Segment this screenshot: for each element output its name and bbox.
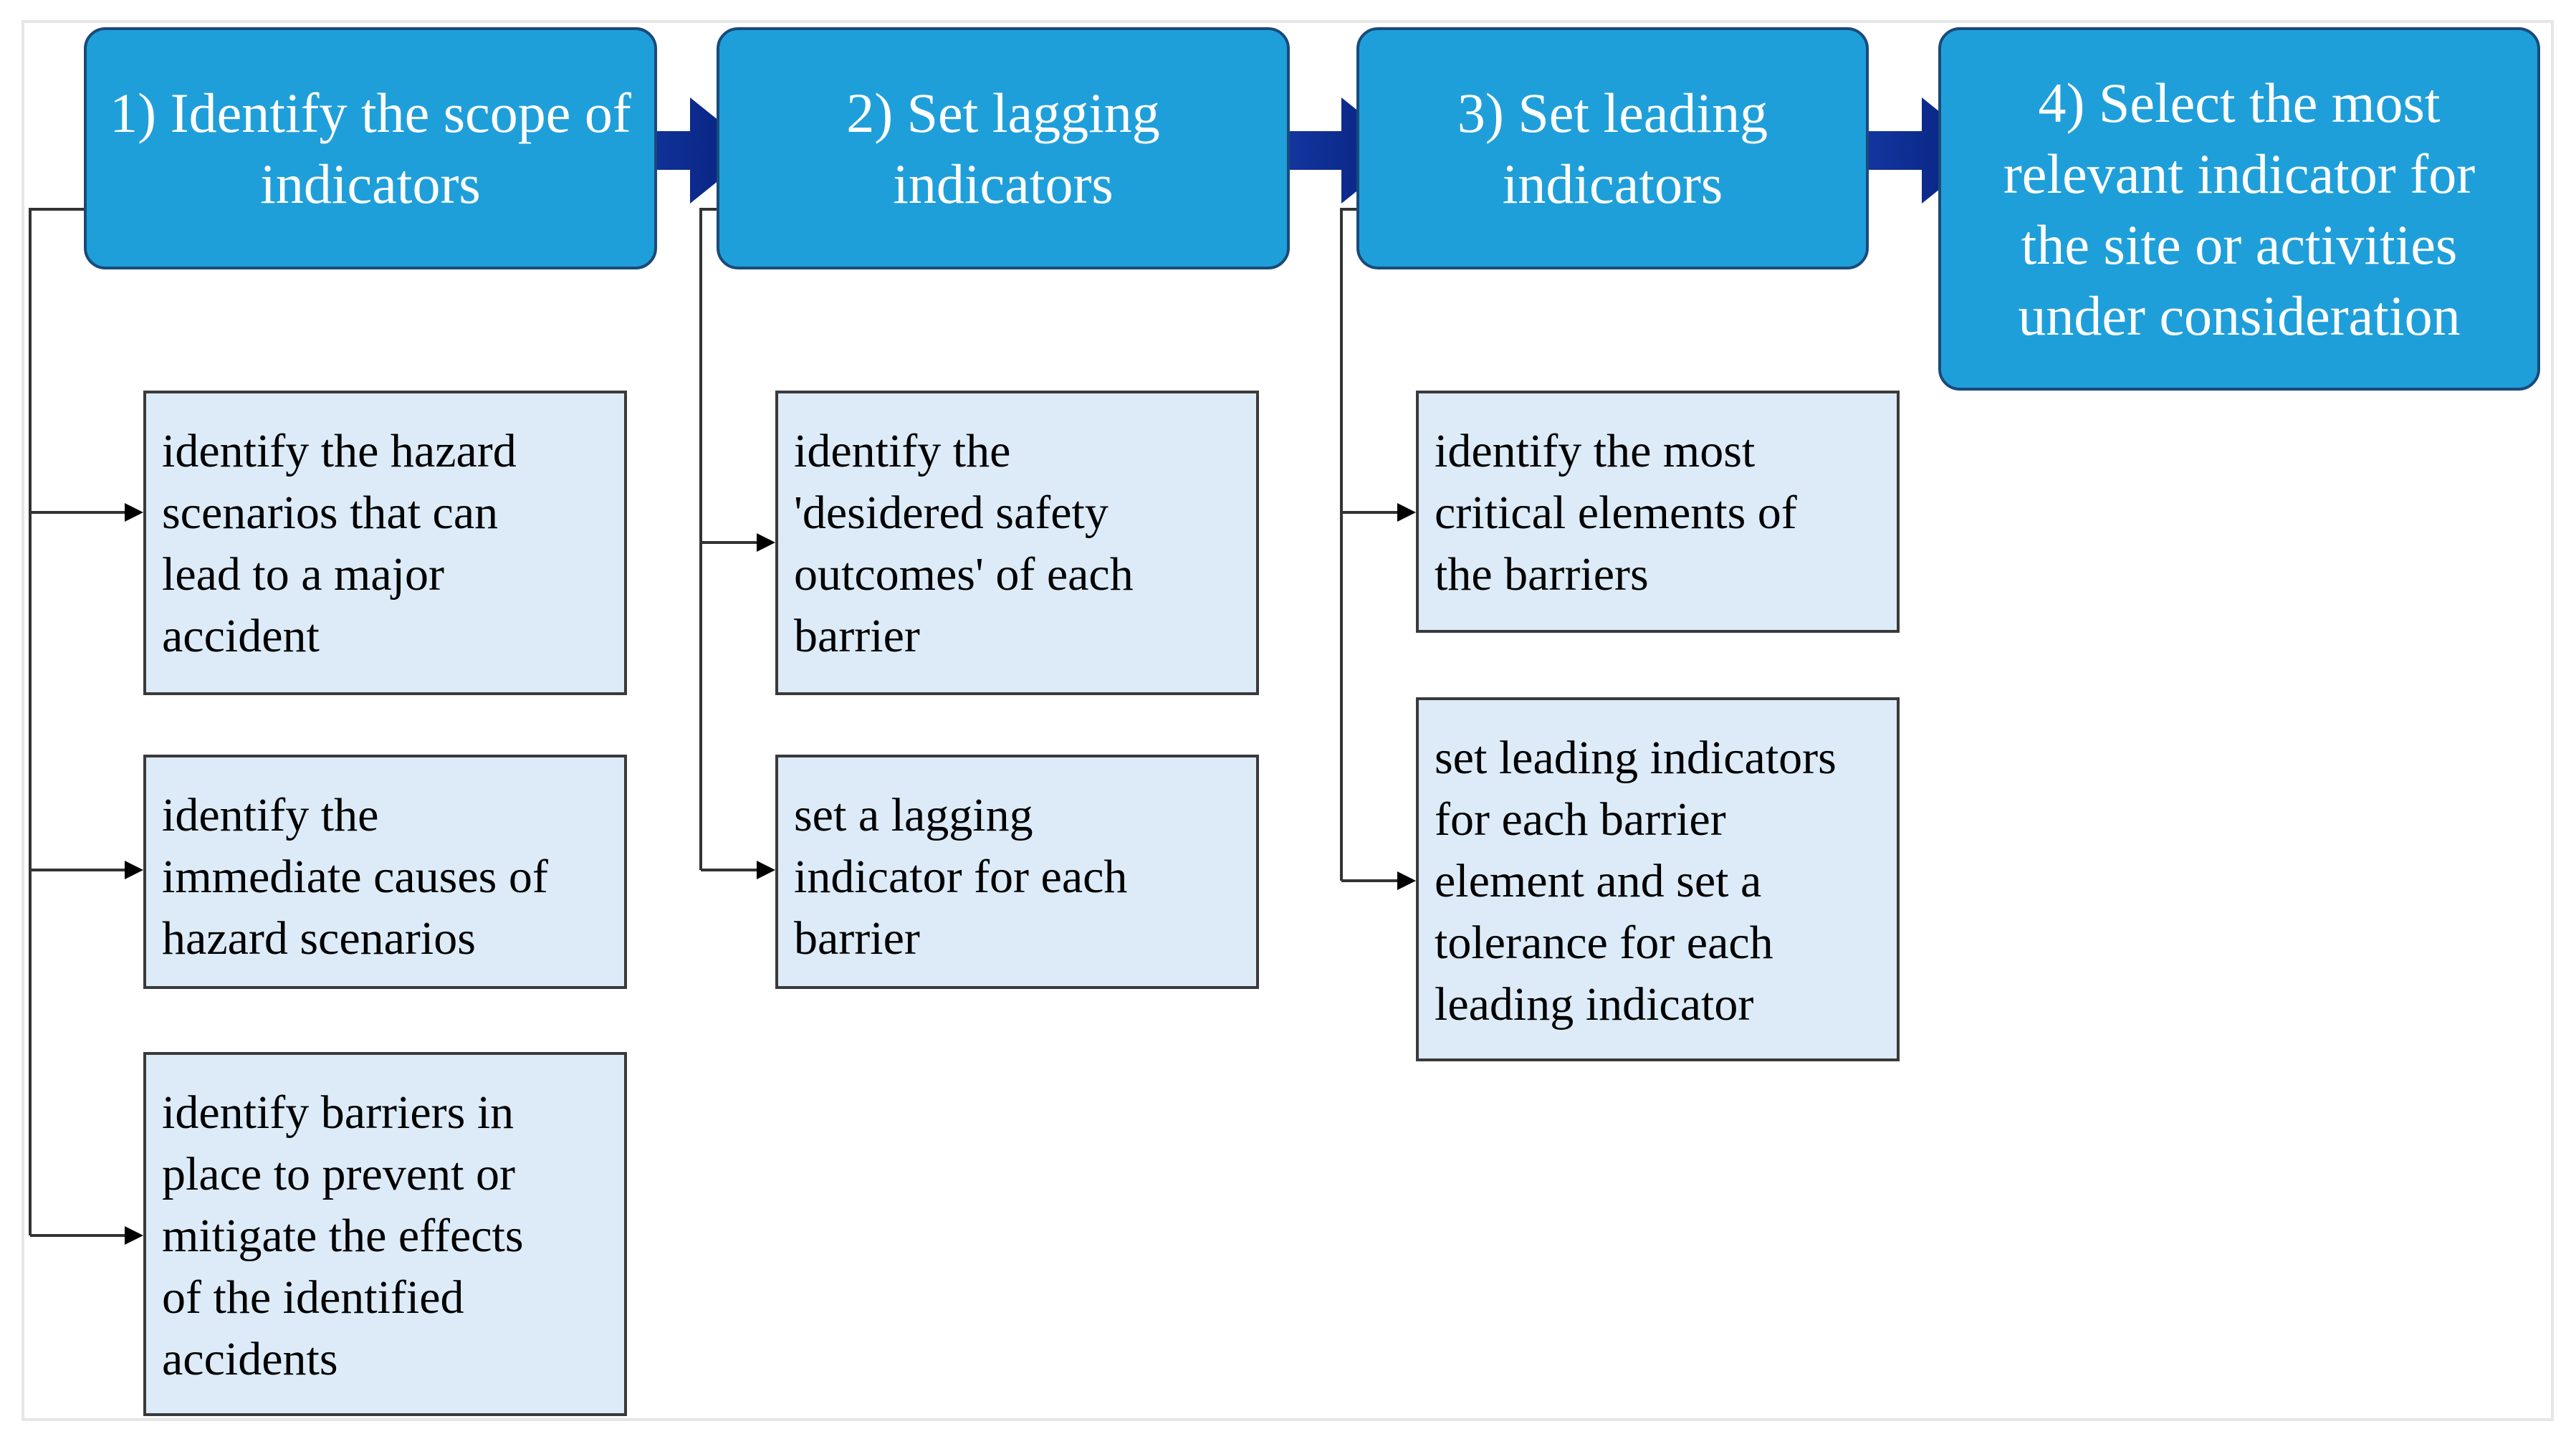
arrowhead (757, 533, 775, 552)
step-1-identify-scope: 1) Identify the scope of indicators (84, 27, 657, 269)
connector-step-2-arrowheads (757, 533, 775, 879)
step-2-set-lagging: 2) Set lagging indicators (717, 27, 1290, 269)
arrowhead (125, 861, 143, 879)
arrowhead (125, 503, 143, 522)
diagram-frame (21, 20, 2554, 1421)
substep-lagging-indicator: set a lagging indicator for each barrier (775, 755, 1259, 989)
step-2-label: 2) Set lagging indicators (846, 82, 1160, 215)
connector-step-1-arrowheads (125, 503, 143, 1245)
connector-step-3-arrowheads (1397, 503, 1416, 890)
substep-leading-indicators: set leading indicators for each barrier … (1416, 697, 1900, 1061)
arrowhead (1397, 871, 1416, 890)
step-3-set-leading: 3) Set leading indicators (1356, 27, 1869, 269)
step-4-select-indicator: 4) Select the most relevant indicator fo… (1938, 27, 2540, 391)
connector-step-1 (29, 208, 128, 1237)
connector-step-2 (699, 208, 760, 871)
substep-critical-elements: identify the most critical elements of t… (1416, 391, 1900, 633)
substep-immediate-causes: identify the immediate causes of hazard … (143, 755, 627, 989)
arrowhead (757, 861, 775, 879)
step-1-label: 1) Identify the scope of indicators (110, 82, 631, 215)
substep-hazard-scenarios: identify the hazard scenarios that can l… (143, 391, 627, 695)
step-4-label: 4) Select the most relevant indicator fo… (2003, 71, 2476, 347)
substep-safety-outcomes: identify the 'desidered safety outcomes'… (775, 391, 1259, 695)
substep-identify-barriers: identify barriers in place to prevent or… (143, 1052, 627, 1416)
arrowhead (125, 1226, 143, 1245)
step-3-label: 3) Set leading indicators (1457, 82, 1768, 215)
connector-step-3 (1340, 208, 1400, 882)
flow-arrow-1-to-2 (579, 97, 756, 204)
arrowhead (1397, 503, 1416, 522)
